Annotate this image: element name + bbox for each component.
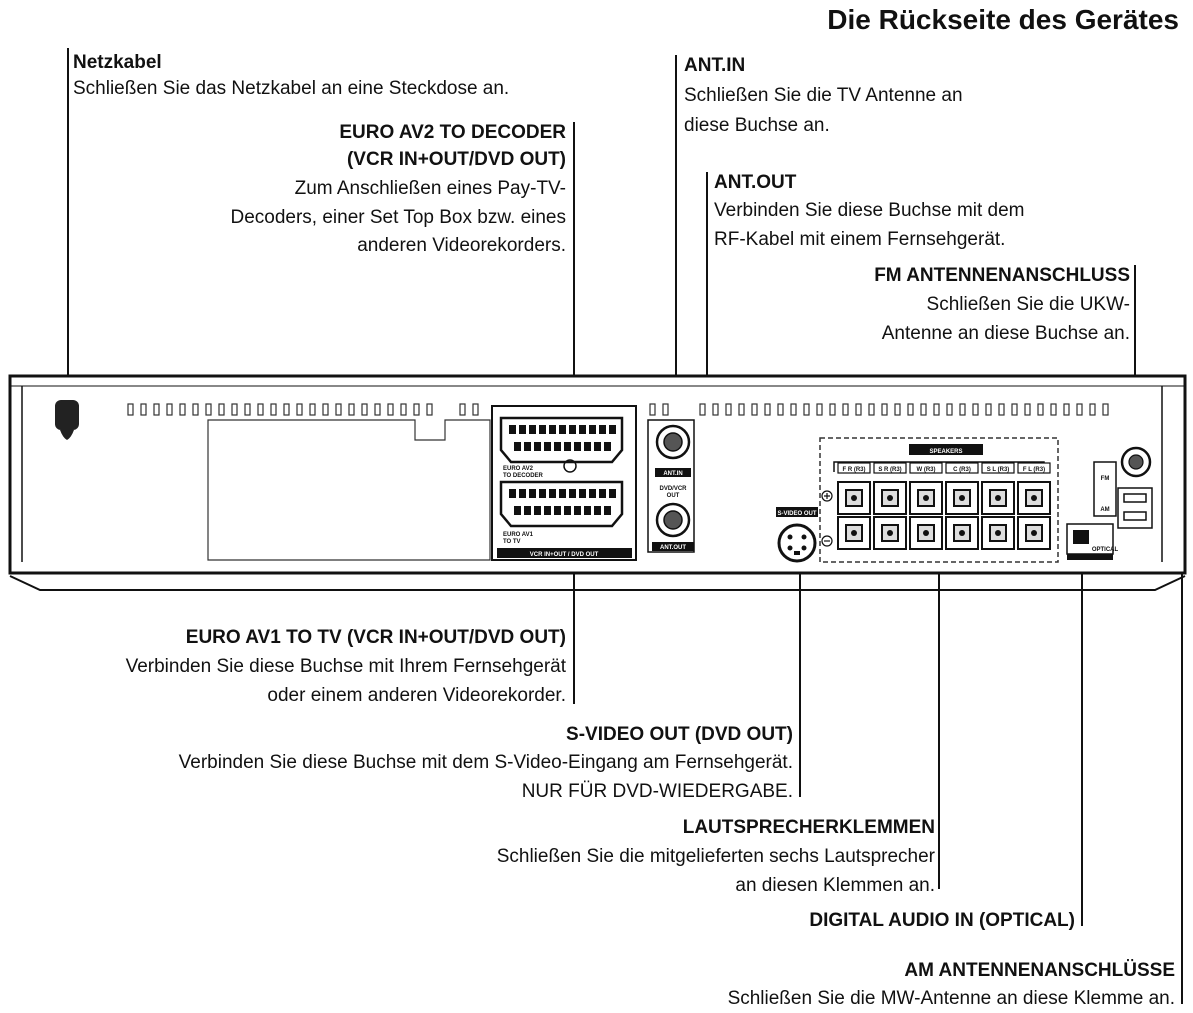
label-ch-w: W (R3) — [917, 467, 936, 473]
label-vcr-bar: VCR IN+OUT / DVD OUT — [530, 552, 599, 558]
fm-heading: FM ANTENNENANSCHLUSS — [874, 265, 1130, 286]
svideo-connector: S-VIDEO OUT — [776, 507, 818, 563]
speakers-text-1: Schließen Sie die mitgelieferten sechs L… — [496, 846, 935, 867]
euro-av2-heading-1: EURO AV2 TO DECODER — [339, 122, 566, 143]
speaker-terminals: SPEAKERS F R (R3) S R (R3) W (R3) C (R3)… — [819, 437, 1059, 563]
vent-slots — [127, 403, 1109, 416]
power-cord-socket — [55, 400, 79, 440]
label-ant-in: ANT.IN — [663, 471, 682, 477]
scart-av2-socket — [499, 416, 624, 464]
speakers-text-2: an diesen Klemmen an. — [735, 875, 935, 896]
label-euro-av1-2: TO TV — [503, 539, 521, 545]
euro-av2-heading-2: (VCR IN+OUT/DVD OUT) — [346, 149, 566, 170]
label-dvd-vcr-1: DVD/VCR — [659, 486, 687, 492]
fm-text-2: Antenne an diese Buchse an. — [881, 323, 1130, 344]
svideo-text-2: NUR FÜR DVD-WIEDERGABE. — [521, 781, 793, 802]
label-ch-c: C (R3) — [953, 467, 971, 473]
label-ant-out: ANT.OUT — [660, 545, 686, 551]
netzkabel-text: Schließen Sie das Netzkabel an eine Stec… — [73, 78, 510, 99]
ant-in-text-2: diese Buchse an. — [684, 115, 830, 136]
euro-av2-text-2: Decoders, einer Set Top Box bzw. eines — [230, 207, 566, 228]
label-fm: FM — [1101, 476, 1110, 482]
label-euro-av2-2: TO DECODER — [503, 473, 544, 479]
recessed-panel — [207, 419, 491, 561]
label-optical: OPTICAL — [1092, 547, 1119, 553]
label-am: AM — [1100, 507, 1109, 513]
euro-av1-heading: EURO AV1 TO TV (VCR IN+OUT/DVD OUT) — [185, 627, 566, 648]
page-title: Die Rückseite des Gerätes — [827, 4, 1179, 35]
am-text: Schließen Sie die MW-Antenne an diese Kl… — [727, 988, 1175, 1009]
optical-heading: DIGITAL AUDIO IN (OPTICAL) — [809, 910, 1075, 931]
optical-input: OPTICAL — [1066, 523, 1119, 560]
label-euro-av1-1: EURO AV1 — [503, 532, 534, 538]
label-ch-sr: S R (R3) — [878, 467, 901, 473]
label-ch-fl: F L (R3) — [1023, 467, 1045, 473]
euro-av2-text-1: Zum Anschließen eines Pay-TV- — [294, 178, 566, 199]
ant-in-heading: ANT.IN — [684, 55, 746, 76]
speakers-heading: LAUTSPRECHERKLEMMEN — [682, 817, 935, 838]
euro-av2-text-3: anderen Videorekorders. — [357, 235, 566, 256]
svideo-heading: S-VIDEO OUT (DVD OUT) — [566, 724, 793, 745]
euro-av1-text-1: Verbinden Sie diese Buchse mit Ihrem Fer… — [125, 656, 566, 677]
plus-icon — [821, 490, 833, 502]
fm-text-1: Schließen Sie die UKW- — [926, 294, 1130, 315]
label-euro-av2-1: EURO AV2 — [503, 466, 534, 472]
netzkabel-heading: Netzkabel — [73, 52, 162, 73]
label-dvd-vcr-2: OUT — [667, 493, 680, 499]
svideo-socket — [777, 523, 817, 563]
ant-out-text-2: RF-Kabel mit einem Fernsehgerät. — [714, 229, 1006, 250]
radio-antenna-connectors: FM AM — [1093, 446, 1153, 529]
scart-connectors: EURO AV2 TO DECODER EURO AV1 TO TV VCR I… — [491, 405, 637, 561]
ant-out-heading: ANT.OUT — [714, 172, 797, 193]
scart-av1-socket — [499, 480, 624, 528]
antenna-connectors: ANT.IN DVD/VCR OUT ANT.OUT — [647, 419, 695, 553]
label-speakers: SPEAKERS — [929, 449, 962, 455]
euro-av1-text-2: oder einem anderen Videorekorder. — [267, 685, 566, 706]
label-ch-sl: S L (R3) — [987, 467, 1010, 473]
am-heading: AM ANTENNENANSCHLÜSSE — [904, 960, 1175, 981]
minus-icon — [821, 535, 833, 547]
am-terminal — [1117, 487, 1153, 529]
ant-in-text-1: Schließen Sie die TV Antenne an — [684, 85, 963, 106]
ant-out-text-1: Verbinden Sie diese Buchse mit dem — [714, 200, 1025, 221]
label-ch-fr: F R (R3) — [843, 467, 866, 473]
label-svideo: S-VIDEO OUT — [777, 511, 816, 517]
svideo-text-1: Verbinden Sie diese Buchse mit dem S-Vid… — [178, 752, 793, 773]
